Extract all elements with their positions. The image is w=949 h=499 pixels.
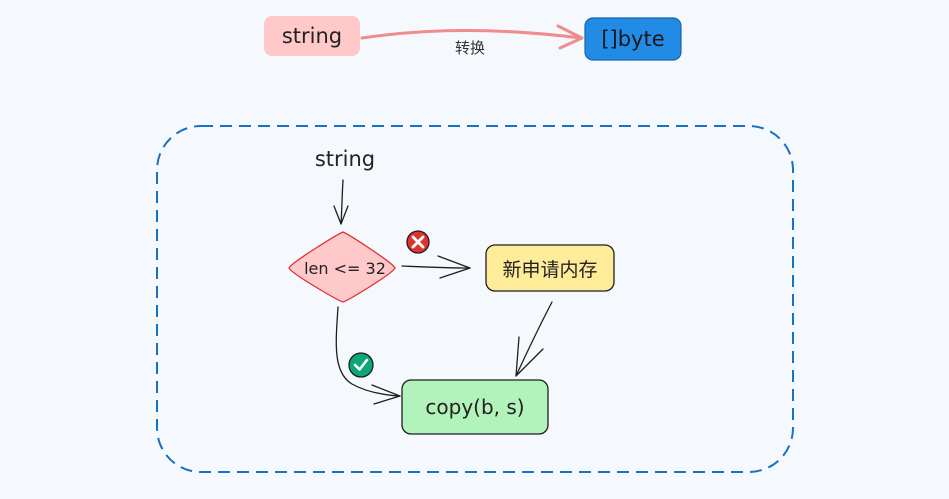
- false-branch-arrow-head: [437, 255, 471, 279]
- true-branch-arrow-head: [371, 384, 401, 405]
- dashed-container: [156, 125, 794, 473]
- target-label: []byte: [601, 27, 665, 51]
- alloc-node-box[interactable]: [485, 244, 615, 292]
- input-label: string: [314, 147, 376, 171]
- conversion-arrow-head: [556, 24, 584, 50]
- decision-diamond[interactable]: [288, 231, 396, 303]
- alloc-to-copy-arrow-head: [515, 336, 544, 377]
- check-circle-icon: [348, 352, 374, 378]
- copy-node-box[interactable]: [401, 379, 549, 435]
- decision-label: len <= 32: [304, 258, 386, 278]
- conversion-arrow: [360, 29, 583, 40]
- conversion-edge-label: 转换: [454, 38, 485, 57]
- source-label: string: [281, 24, 343, 48]
- copy-node-label: copy(b, s): [425, 395, 525, 419]
- input-arrow-head: [333, 205, 349, 225]
- true-branch-arrow: [335, 306, 401, 397]
- byte-node-box[interactable]: [584, 17, 682, 61]
- false-branch-arrow: [401, 265, 471, 269]
- alloc-node-label: 新申请内存: [502, 258, 598, 281]
- string-node-box[interactable]: [264, 16, 360, 56]
- alloc-to-copy-arrow: [515, 301, 553, 377]
- input-arrow: [340, 179, 344, 225]
- x-circle-icon: [406, 230, 430, 254]
